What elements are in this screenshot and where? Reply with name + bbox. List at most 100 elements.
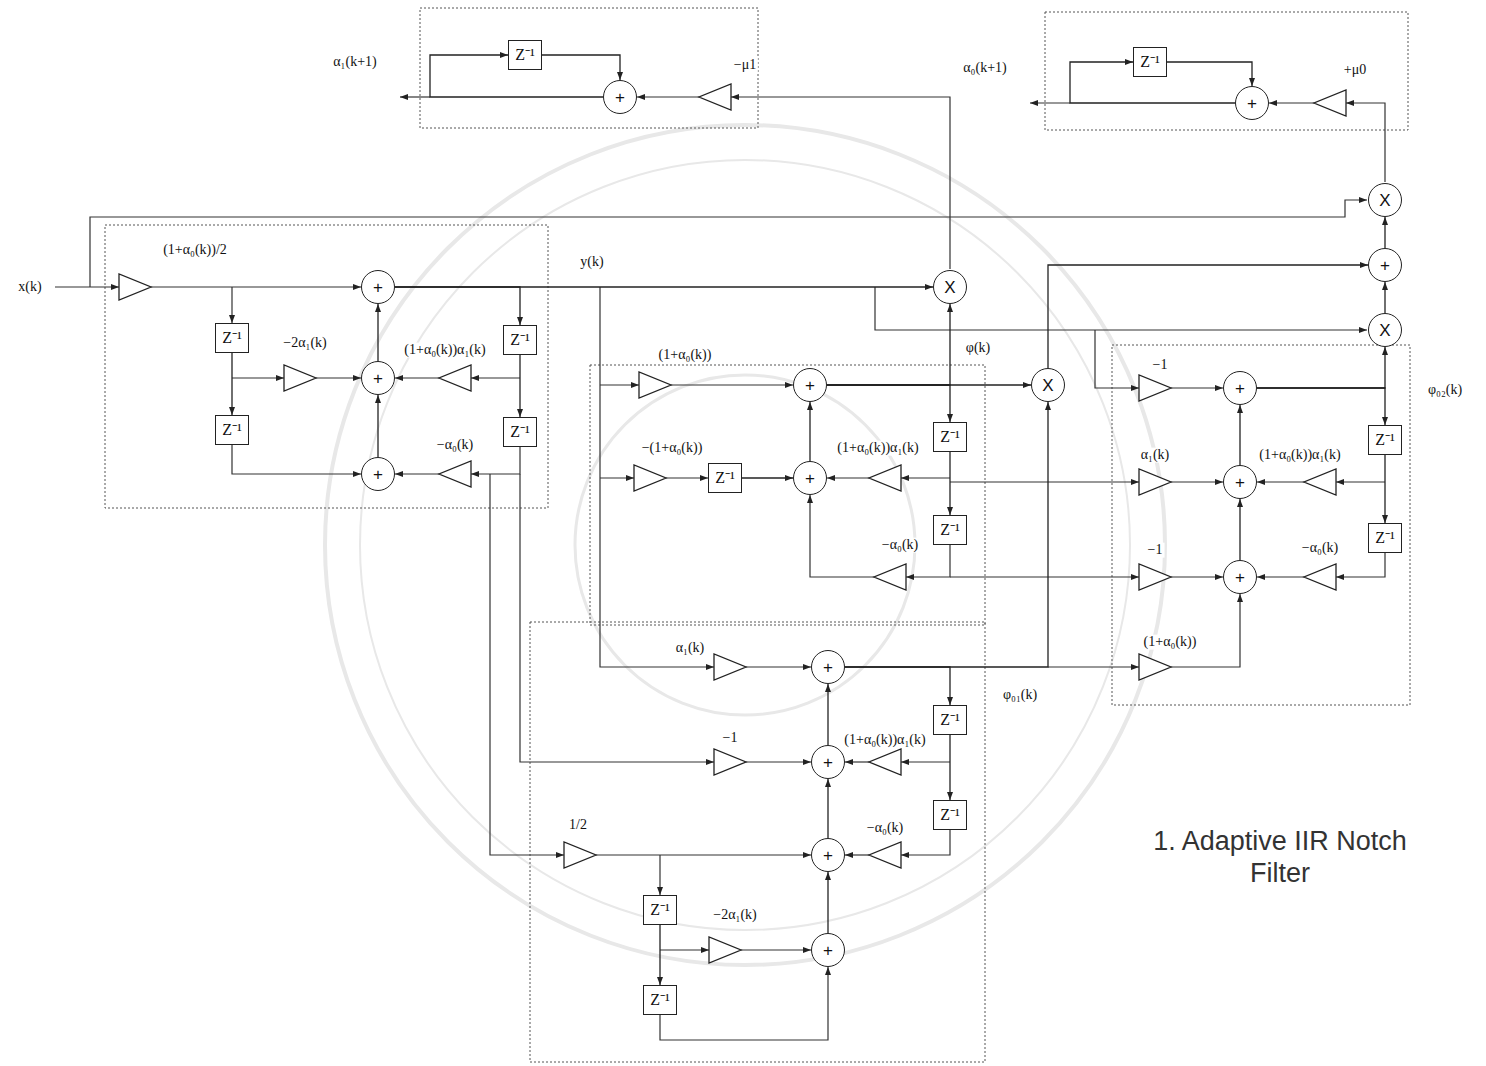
signal-label: φ₀₂(k) xyxy=(1426,383,1464,398)
gain-triangle xyxy=(869,842,901,868)
summing-junction: + xyxy=(1223,371,1257,405)
signal-wire xyxy=(596,854,811,855)
gain-triangle xyxy=(1304,564,1336,590)
signal-connector xyxy=(827,872,828,933)
operator-symbol: + xyxy=(805,377,815,394)
summing-junction: + xyxy=(603,80,637,114)
signal-wire xyxy=(55,286,119,287)
signal-connector xyxy=(1257,347,1385,388)
summing-junction: + xyxy=(1223,465,1257,499)
delay-box: Z⁻¹ xyxy=(1368,425,1402,455)
signal-label: +μ0 xyxy=(1342,63,1368,78)
signal-connector xyxy=(949,452,950,515)
signal-connector xyxy=(231,353,232,415)
signal-connector xyxy=(395,287,520,325)
signal-label: x(k) xyxy=(16,280,43,295)
delay-symbol: Z⁻¹ xyxy=(1375,432,1395,448)
signal-connector xyxy=(1167,62,1252,86)
signal-wire xyxy=(1336,481,1385,482)
summing-junction: + xyxy=(793,461,827,495)
summing-junction: X xyxy=(1368,183,1402,217)
signal-wire xyxy=(395,473,439,474)
signal-connector xyxy=(1048,265,1368,368)
signal-wire xyxy=(232,445,361,474)
signal-connector xyxy=(519,355,520,417)
summing-junction: X xyxy=(1031,368,1065,402)
operator-symbol: + xyxy=(373,370,383,387)
gain-triangle xyxy=(869,465,901,491)
operator-symbol: + xyxy=(1235,380,1245,397)
summing-junction: + xyxy=(811,650,845,684)
signal-label: −2α₁(k) xyxy=(281,336,328,351)
signal-wire xyxy=(1171,594,1240,667)
signal-connector xyxy=(1239,499,1240,560)
signal-wire xyxy=(746,761,811,762)
signal-wire xyxy=(845,761,869,762)
gain-triangle xyxy=(1139,469,1171,495)
signal-label: −α₀(k) xyxy=(865,821,905,836)
delay-symbol: Z⁻¹ xyxy=(222,330,242,346)
delay-symbol: Z⁻¹ xyxy=(715,470,735,486)
operator-symbol: + xyxy=(823,754,833,771)
operator-symbol: + xyxy=(615,89,625,106)
signal-wire xyxy=(1257,576,1304,577)
delay-symbol: Z⁻¹ xyxy=(940,522,960,538)
summing-junction: + xyxy=(1235,86,1269,120)
gain-triangle xyxy=(709,937,741,963)
signal-label: −μ1 xyxy=(732,58,758,73)
signal-label: −1 xyxy=(1151,358,1170,373)
signal-wire xyxy=(827,477,869,478)
delay-symbol: Z⁻¹ xyxy=(1140,54,1160,70)
gain-triangle xyxy=(1139,375,1171,401)
signal-wire xyxy=(1095,330,1139,388)
delay-box: Z⁻¹ xyxy=(933,422,967,452)
signal-wire xyxy=(471,447,520,474)
signal-connector xyxy=(845,667,950,705)
delay-box: Z⁻¹ xyxy=(643,985,677,1015)
operator-symbol: + xyxy=(823,942,833,959)
signal-connector xyxy=(1384,282,1385,313)
operator-symbol: X xyxy=(1379,192,1390,209)
signal-label: y(k) xyxy=(578,255,605,270)
signal-wire xyxy=(637,96,699,97)
delay-box: Z⁻¹ xyxy=(933,705,967,735)
signal-wire xyxy=(1048,666,1139,667)
delay-box: Z⁻¹ xyxy=(503,325,537,355)
signal-connector xyxy=(1239,405,1240,465)
delay-symbol: Z⁻¹ xyxy=(940,429,960,445)
gain-triangle xyxy=(869,749,901,775)
signal-label: (1+α₀(k))α₁(k) xyxy=(402,343,487,358)
signal-label: −2α₁(k) xyxy=(711,908,758,923)
signal-label: −α₀(k) xyxy=(1300,541,1340,556)
signal-connector xyxy=(542,55,620,80)
delay-box: Z⁻¹ xyxy=(1133,47,1167,77)
signal-label: −(1+α₀(k)) xyxy=(640,441,705,456)
signal-wire xyxy=(1346,103,1385,182)
signal-label: −1 xyxy=(1146,543,1165,558)
signal-wire xyxy=(232,377,284,378)
signal-wire xyxy=(400,96,430,97)
delay-box: Z⁻¹ xyxy=(1368,523,1402,553)
operator-symbol: + xyxy=(373,279,383,296)
signal-wire xyxy=(901,477,950,478)
delay-symbol: Z⁻¹ xyxy=(510,332,530,348)
gain-triangle xyxy=(1139,564,1171,590)
signal-wire xyxy=(950,576,1139,577)
signal-label: −1 xyxy=(721,731,740,746)
signal-wire xyxy=(600,384,639,385)
summing-junction: + xyxy=(361,270,395,304)
gain-triangle xyxy=(1304,469,1336,495)
signal-wire xyxy=(1171,387,1223,388)
signal-wire xyxy=(520,474,714,762)
delay-box: Z⁻¹ xyxy=(643,895,677,925)
summing-junction: + xyxy=(811,838,845,872)
signal-label: (1+α₀(k))/2 xyxy=(161,243,229,258)
signal-wires xyxy=(55,97,1385,1040)
summing-junction: + xyxy=(1368,248,1402,282)
signal-wire xyxy=(90,200,1367,287)
signal-label: 1/2 xyxy=(567,818,589,833)
signal-label: (1+α₀(k)) xyxy=(1142,635,1199,650)
gain-triangle xyxy=(714,654,746,680)
